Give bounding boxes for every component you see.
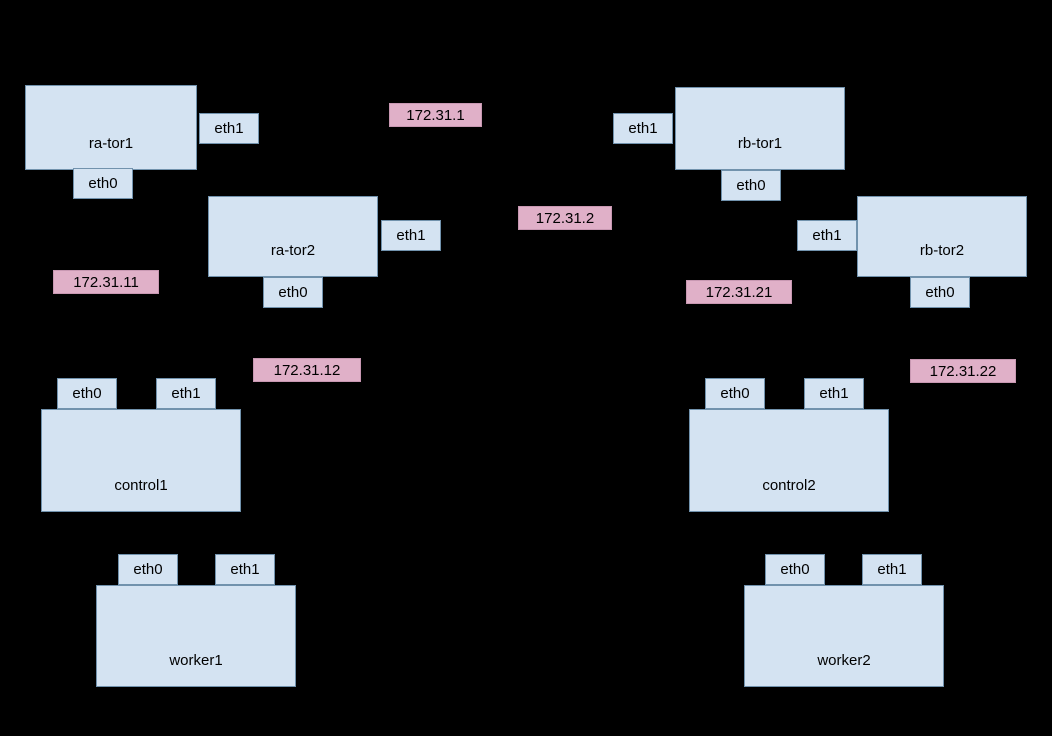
port-rb-tor1-eth0[interactable]: eth0 (721, 170, 781, 201)
port-worker2-eth1[interactable]: eth1 (862, 554, 922, 585)
port-label-worker2-eth0: eth0 (780, 561, 810, 578)
node-worker2[interactable]: worker2 (744, 585, 944, 687)
port-label-control1-eth0: eth0 (72, 385, 102, 402)
ip-label-ip-172-31-11[interactable]: 172.31.11 (53, 270, 159, 294)
node-label-control2: control2 (762, 477, 816, 494)
ip-label-ip-172-31-21[interactable]: 172.31.21 (686, 280, 792, 304)
node-ra-tor2[interactable]: ra-tor2 (208, 196, 378, 277)
node-rb-tor2[interactable]: rb-tor2 (857, 196, 1027, 277)
node-label-worker2: worker2 (817, 652, 871, 669)
ip-label-ip-172-31-22[interactable]: 172.31.22 (910, 359, 1016, 383)
port-label-rb-tor2-eth0: eth0 (925, 284, 955, 301)
port-label-worker1-eth0: eth0 (133, 561, 163, 578)
port-control2-eth0[interactable]: eth0 (705, 378, 765, 409)
port-label-rb-tor1-eth1: eth1 (628, 120, 658, 137)
port-rb-tor2-eth0[interactable]: eth0 (910, 277, 970, 308)
node-worker1[interactable]: worker1 (96, 585, 296, 687)
ip-label-text-ip-172-31-11: 172.31.11 (73, 273, 139, 291)
ip-label-text-ip-172-31-22: 172.31.22 (929, 362, 997, 380)
port-control1-eth0[interactable]: eth0 (57, 378, 117, 409)
ip-label-ip-172-31-12[interactable]: 172.31.12 (253, 358, 361, 382)
node-ra-tor1[interactable]: ra-tor1 (25, 85, 197, 170)
port-label-rb-tor2-eth1: eth1 (812, 227, 842, 244)
port-label-control1-eth1: eth1 (171, 385, 201, 402)
port-ra-tor1-eth1[interactable]: eth1 (199, 113, 259, 144)
port-label-ra-tor2-eth0: eth0 (278, 284, 308, 301)
port-ra-tor2-eth0[interactable]: eth0 (263, 277, 323, 308)
node-control1[interactable]: control1 (41, 409, 241, 512)
ip-label-text-ip-172-31-1: 172.31.1 (406, 106, 465, 124)
port-rb-tor2-eth1[interactable]: eth1 (797, 220, 857, 251)
node-control2[interactable]: control2 (689, 409, 889, 512)
port-label-ra-tor1-eth0: eth0 (88, 175, 118, 192)
port-label-worker1-eth1: eth1 (230, 561, 260, 578)
ip-label-ip-172-31-1[interactable]: 172.31.1 (389, 103, 482, 127)
node-label-worker1: worker1 (169, 652, 223, 669)
port-ra-tor2-eth1[interactable]: eth1 (381, 220, 441, 251)
node-label-rb-tor1: rb-tor1 (737, 135, 783, 152)
port-control2-eth1[interactable]: eth1 (804, 378, 864, 409)
port-control1-eth1[interactable]: eth1 (156, 378, 216, 409)
port-worker1-eth0[interactable]: eth0 (118, 554, 178, 585)
port-ra-tor1-eth0[interactable]: eth0 (73, 168, 133, 199)
port-label-control2-eth1: eth1 (819, 385, 849, 402)
port-label-rb-tor1-eth0: eth0 (736, 177, 766, 194)
port-label-ra-tor1-eth1: eth1 (214, 120, 244, 137)
port-label-worker2-eth1: eth1 (877, 561, 907, 578)
ip-label-text-ip-172-31-21: 172.31.21 (705, 283, 773, 301)
node-label-rb-tor2: rb-tor2 (919, 242, 965, 259)
node-label-ra-tor1: ra-tor1 (88, 135, 134, 152)
port-label-control2-eth0: eth0 (720, 385, 750, 402)
port-label-ra-tor2-eth1: eth1 (396, 227, 426, 244)
node-label-control1: control1 (114, 477, 168, 494)
port-rb-tor1-eth1[interactable]: eth1 (613, 113, 673, 144)
ip-label-text-ip-172-31-2: 172.31.2 (535, 209, 595, 227)
node-rb-tor1[interactable]: rb-tor1 (675, 87, 845, 170)
port-worker1-eth1[interactable]: eth1 (215, 554, 275, 585)
node-label-ra-tor2: ra-tor2 (270, 242, 316, 259)
port-worker2-eth0[interactable]: eth0 (765, 554, 825, 585)
ip-label-text-ip-172-31-12: 172.31.12 (273, 361, 341, 379)
ip-label-ip-172-31-2[interactable]: 172.31.2 (518, 206, 612, 230)
